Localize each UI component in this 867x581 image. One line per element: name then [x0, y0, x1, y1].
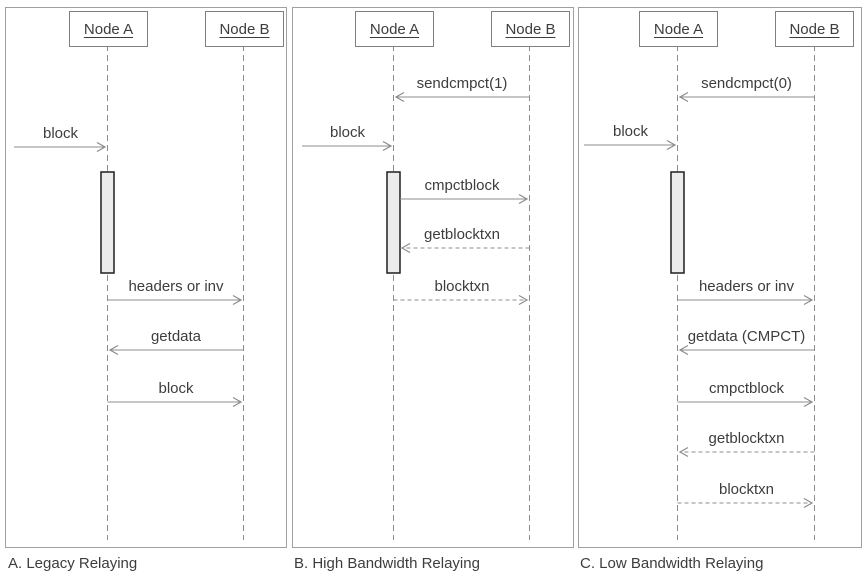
- panel-a-node-b-label: Node B: [219, 20, 270, 38]
- panel-b-msg-sendcmpct: sendcmpct(1): [416, 75, 508, 92]
- panel-b-msg-block-in: block: [329, 124, 366, 141]
- panel-a-caption: A. Legacy Relaying: [8, 555, 138, 572]
- panel-b-node-a-box: Node A: [355, 11, 434, 47]
- panel-c-node-b-box: Node B: [775, 11, 854, 47]
- panel-a-msg-block-in: block: [42, 125, 79, 142]
- panel-c-caption: C. Low Bandwidth Relaying: [580, 555, 764, 572]
- panel-b-node-b-box: Node B: [491, 11, 570, 47]
- panel-a-node-b-box: Node B: [205, 11, 284, 47]
- panel-b-msg-getblocktxn: getblocktxn: [424, 226, 500, 243]
- panel-a-msg-getdata: getdata: [150, 328, 202, 345]
- panel-a-node-a-box: Node A: [69, 11, 148, 47]
- panel-a-msg-headers-or-inv: headers or inv: [128, 278, 224, 295]
- panel-c-msg-headers-or-inv: headers or inv: [698, 278, 795, 295]
- panel-c-activation-bar: [670, 171, 685, 274]
- panel-a-activation-bar: [100, 171, 115, 274]
- panel-b-msg-cmpctblock: cmpctblock: [424, 177, 500, 194]
- panel-b-node-a-label: Node A: [369, 20, 420, 38]
- panel-a-node-a-label: Node A: [83, 20, 134, 38]
- panel-b-activation-bar: [386, 171, 401, 274]
- panel-b-caption: B. High Bandwidth Relaying: [294, 555, 480, 572]
- panel-c-node-b-label: Node B: [789, 20, 840, 38]
- panel-a-border: [5, 7, 287, 548]
- panel-a-msg-block: block: [158, 380, 194, 397]
- panel-c-msg-getdata-cmpct: getdata (CMPCT): [687, 328, 806, 345]
- panel-c-node-a-label: Node A: [653, 20, 704, 38]
- panel-c-msg-getblocktxn: getblocktxn: [708, 430, 785, 447]
- panel-c-border: [578, 7, 862, 548]
- panel-c-msg-blocktxn: blocktxn: [718, 481, 775, 498]
- panel-c-msg-block-in: block: [612, 123, 649, 140]
- panel-c-msg-sendcmpct: sendcmpct(0): [701, 75, 792, 92]
- panel-b-node-b-label: Node B: [505, 20, 556, 38]
- panel-b-msg-blocktxn: blocktxn: [434, 278, 490, 295]
- panel-c-node-a-box: Node A: [639, 11, 718, 47]
- panel-c-msg-cmpctblock: cmpctblock: [708, 380, 785, 397]
- panel-b-border: [292, 7, 574, 548]
